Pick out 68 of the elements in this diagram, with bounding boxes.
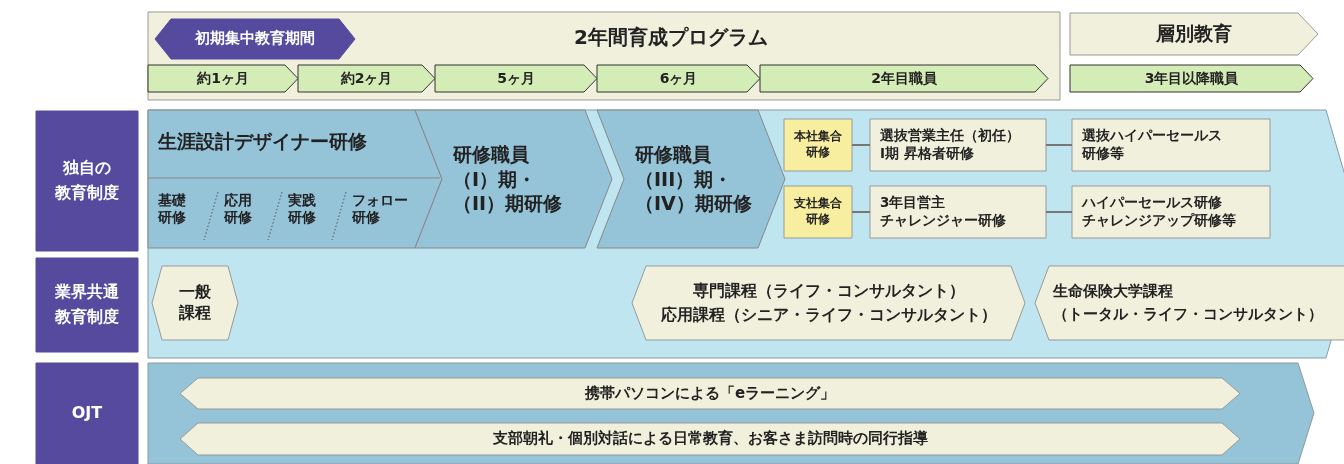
connector-line <box>851 211 871 213</box>
node-label: （IV）期研修 <box>635 191 752 217</box>
row-title: 業界共通教育制度 <box>54 281 120 328</box>
row-title: OJT <box>71 402 103 425</box>
course-label: 基礎研修 <box>158 192 187 226</box>
program-band <box>148 12 1060 100</box>
node-label: 生命保険大学課程 <box>1053 280 1173 302</box>
node-label: 5ヶ月 <box>497 69 535 88</box>
node-label: （I）期・ <box>453 166 537 192</box>
connector-line <box>851 144 871 146</box>
node-label: 一般課程 <box>178 282 212 324</box>
node-label: 3年目営主 <box>880 194 946 212</box>
node-label: 約1ヶ月 <box>197 69 249 88</box>
period-banner <box>435 65 597 92</box>
band-title: 2年間育成プログラム <box>574 24 768 51</box>
ojt-band <box>180 423 1240 455</box>
period-banner <box>298 65 435 92</box>
period-banner <box>597 65 760 92</box>
course-box <box>1072 186 1270 238</box>
row-header <box>36 258 138 352</box>
course-label: 応用研修 <box>224 192 253 226</box>
training-stage <box>148 110 442 248</box>
node-label: 支部朝礼・個別対話による日常教育、お客さま訪問時の同行指導 <box>492 429 928 449</box>
node-label: 本社集合研修 <box>793 129 843 161</box>
node-label: （III）期・ <box>635 166 733 192</box>
node-label: 層別教育 <box>1156 21 1232 47</box>
row-title: 独自の <box>63 157 111 180</box>
stage-title: 生涯設計デザイナー研修 <box>158 130 367 153</box>
course-label: 実践研修 <box>288 192 317 226</box>
connector-line <box>1045 211 1073 213</box>
course-box <box>1072 119 1270 171</box>
node-label: 約2ヶ月 <box>340 69 393 88</box>
node-label: 選抜ハイパーセールス研修等 <box>1082 127 1223 163</box>
category-tag <box>784 186 852 238</box>
period-banner <box>760 65 1048 92</box>
period-banner <box>1070 65 1313 92</box>
node-label: 支社集合研修 <box>793 196 843 228</box>
node-label: チャレンジャー研修 <box>880 212 1006 230</box>
node-label: 2年目職員 <box>871 69 937 88</box>
row-title: 教育制度 <box>55 182 119 204</box>
row-header <box>36 363 138 464</box>
node-label: 選抜営業主任（初任） I期 昇格者研修 <box>880 127 1021 163</box>
phase-label <box>155 19 355 59</box>
node-label: 初期集中教育期間 <box>195 29 315 49</box>
course-hexagon <box>1035 266 1344 340</box>
course-hexagon <box>632 266 1025 340</box>
training-stage <box>597 110 785 248</box>
ojt-band <box>180 378 1240 409</box>
node-label: 携帯パソコンによる「eラーニング」 <box>584 383 836 404</box>
period-banner <box>148 65 298 92</box>
course-box <box>870 119 1046 171</box>
node-label: チャレンジアップ研修等 <box>1082 212 1236 230</box>
stage-banner <box>1070 13 1318 55</box>
node-label: 6ヶ月 <box>659 69 698 88</box>
connector-line <box>1045 144 1073 146</box>
node-label: 3年目以降職員 <box>1144 69 1239 88</box>
node-label: 専門課程（ライフ・コンサルタント） <box>692 281 965 302</box>
row-header <box>36 111 138 251</box>
node-label: 研修職員 <box>635 141 711 167</box>
course-box <box>870 186 1046 238</box>
course-label: フォロー研修 <box>352 192 409 226</box>
node-label: （II）期研修 <box>453 191 563 217</box>
node-label: ハイパーセールス研修 <box>1082 194 1222 212</box>
node-label: （トータル・ライフ・コンサルタント） <box>1053 304 1323 325</box>
training-stage <box>415 110 612 248</box>
category-tag <box>784 119 852 171</box>
node-label: 応用課程（シニア・ライフ・コンサルタント） <box>660 305 997 326</box>
node-label: 研修職員 <box>453 141 529 167</box>
